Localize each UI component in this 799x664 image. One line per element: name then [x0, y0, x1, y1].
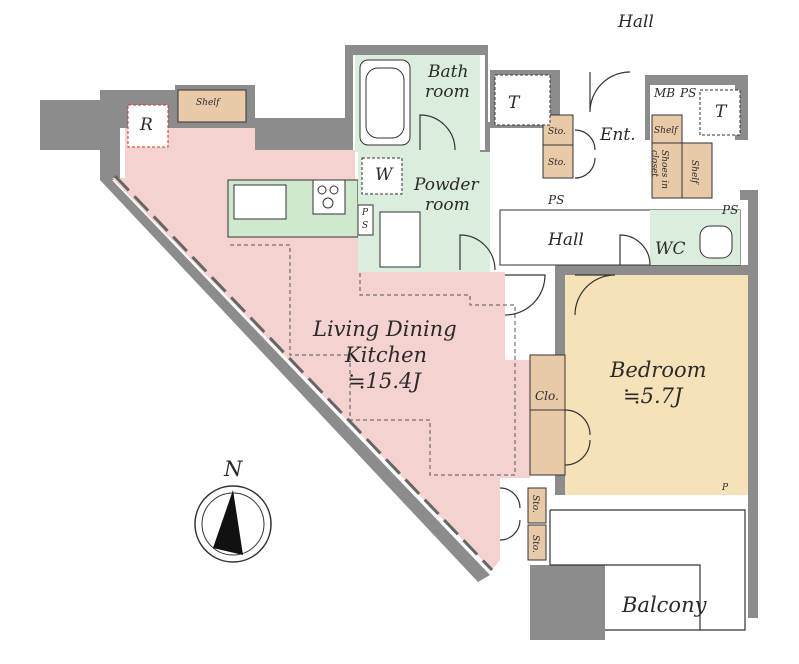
bathtub-inner — [365, 67, 405, 139]
ps-mid-label: PS — [547, 193, 564, 207]
t-box-2 — [699, 89, 741, 136]
ldk-line1: Living Dining — [312, 317, 457, 341]
washer-space — [361, 157, 403, 195]
living-dining-kitchen — [112, 128, 530, 570]
east-wall — [740, 190, 758, 618]
room-label: room — [425, 82, 470, 102]
clo-label: Clo. — [535, 389, 559, 403]
closet-bottom — [529, 409, 566, 476]
vanity-sink — [379, 211, 421, 268]
hall-mid-label: Hall — [547, 230, 584, 250]
ldk-dashed-outline — [230, 244, 516, 476]
shelf-ent-label: Shelf — [654, 126, 679, 136]
w-label: W — [375, 165, 394, 185]
refrigerator-space — [127, 104, 169, 148]
closet-top — [529, 354, 566, 411]
balcony-label: Balcony — [621, 593, 708, 617]
shelf-side-label: Shelf — [689, 160, 699, 185]
ent-label: Ent. — [599, 125, 636, 145]
t1-label: T — [508, 93, 521, 113]
balcony-outline — [549, 509, 746, 631]
ldk-line3: ≒15.4J — [348, 369, 422, 393]
mb-label: MB — [653, 86, 675, 100]
diagonal-wall — [100, 180, 490, 582]
shelf-ent — [651, 114, 683, 144]
p-bed-label: P — [721, 483, 729, 493]
powder-room-label: room — [425, 195, 470, 215]
sto-small-2 — [527, 524, 547, 561]
hall-top-label: Hall — [617, 12, 654, 32]
compass: N — [194, 457, 272, 563]
bedroom-line1: Bedroom — [609, 358, 707, 382]
sto1-label: Sto. — [548, 127, 566, 137]
stove-burner-icon — [317, 185, 327, 195]
powder-ps — [357, 204, 374, 236]
kitchen-p-label: P — [361, 208, 369, 218]
toilet — [699, 225, 733, 259]
sto4-label: Sto. — [530, 535, 540, 553]
powder-label: Powder — [413, 175, 479, 195]
south-column — [530, 565, 605, 640]
t2-label: T — [715, 102, 728, 122]
sto3-label: Sto. — [530, 495, 540, 513]
ps-right-label: PS — [721, 203, 738, 217]
doors — [419, 71, 651, 541]
ps-top-label: PS — [679, 86, 696, 100]
sto2-label: Sto. — [548, 158, 566, 168]
sto-bottom — [542, 144, 574, 179]
stove-burner-icon — [329, 185, 339, 195]
r-label: R — [139, 115, 153, 135]
bathtub — [359, 59, 411, 146]
ldk-line2: Kitchen — [344, 343, 427, 367]
closet-label: closet — [649, 150, 659, 177]
kitchen-stove — [312, 179, 346, 215]
kitchen-sink — [233, 184, 287, 220]
shelf-top-label: Shelf — [196, 98, 221, 108]
compass-needle-icon — [213, 490, 243, 555]
bedroom-line2: ≒5.7J — [623, 384, 684, 408]
shelf-top — [177, 89, 247, 123]
t-box-1 — [494, 74, 551, 126]
shoes-label: Shoes in — [659, 150, 669, 189]
stove-burner-icon — [322, 197, 334, 209]
shelf-side — [681, 142, 713, 199]
north-west-wall — [40, 45, 560, 200]
diagonal-window — [113, 174, 494, 572]
kitchen-s-label: S — [362, 221, 368, 231]
wc-label: WC — [655, 239, 685, 259]
bedroom — [565, 275, 748, 495]
bath-label: Bath — [427, 62, 468, 82]
sto-small-1 — [527, 487, 547, 524]
compass-label: N — [223, 457, 243, 481]
